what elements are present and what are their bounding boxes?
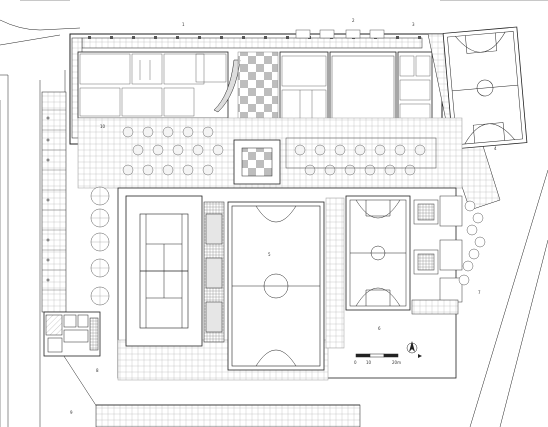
left-parking-strip xyxy=(41,91,67,313)
zone-label: 2 xyxy=(352,18,355,23)
zone-label: 4 xyxy=(494,146,497,151)
service-building xyxy=(43,311,101,357)
scale-label-10: 10 xyxy=(366,360,372,365)
zone-label: 6 xyxy=(378,326,381,331)
zone-label: 3 xyxy=(412,22,415,27)
central-plaza xyxy=(77,117,463,189)
right-tree-cluster xyxy=(458,200,486,286)
scale-label-0: 0 xyxy=(354,360,357,365)
basketball-court-center xyxy=(345,195,411,311)
right-small-buildings xyxy=(411,195,463,315)
zone-label: 7 xyxy=(478,290,481,295)
zone-label: 9 xyxy=(70,410,73,415)
zone-label: 8 xyxy=(96,368,99,373)
tennis-court xyxy=(125,195,203,347)
zone-labels: 1 2 3 4 5 6 7 8 9 10 xyxy=(70,18,497,415)
north-arrow-icon xyxy=(406,341,422,358)
side-strip xyxy=(325,197,345,349)
scale-bar: 0 10 20m xyxy=(354,353,401,365)
bottom-parking xyxy=(95,404,361,427)
scale-label-20: 20m xyxy=(392,360,401,365)
zone-label: 10 xyxy=(100,124,106,129)
tree-row xyxy=(90,186,110,306)
basketball-court-top-right xyxy=(442,26,528,150)
bleacher-strip xyxy=(203,201,225,343)
zone-label: 1 xyxy=(182,22,185,27)
futsal-court xyxy=(227,201,325,371)
zone-label: 5 xyxy=(268,252,271,257)
